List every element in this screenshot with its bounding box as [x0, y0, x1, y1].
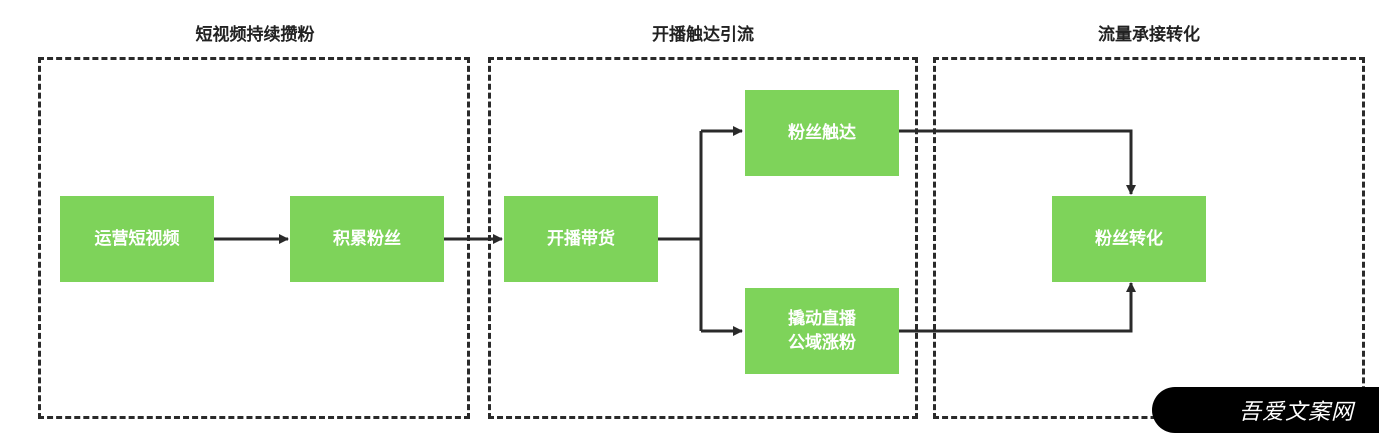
stage-title-short-video: 短视频持续攒粉	[195, 25, 315, 45]
node-fans-conversion: 粉丝转化	[1052, 196, 1206, 282]
node-label-line1: 撬动直播	[788, 309, 856, 329]
watermark-badge: 吾爱文案网	[1152, 387, 1379, 433]
watermark-text: 吾爱文案网	[1238, 400, 1354, 425]
stage-title-live-reach: 开播触达引流	[652, 25, 754, 45]
stage-box-conversion	[933, 57, 1365, 419]
node-label-line2: 公域涨粉	[788, 333, 856, 353]
node-fans-reach: 粉丝触达	[745, 90, 899, 176]
node-label: 运营短视频	[94, 229, 180, 249]
node-run-short-video: 运营短视频	[60, 196, 214, 282]
node-label: 粉丝转化	[1095, 229, 1163, 249]
node-accumulate-fans: 积累粉丝	[290, 196, 444, 282]
stage-title-conversion: 流量承接转化	[1098, 25, 1200, 45]
node-label: 积累粉丝	[333, 229, 401, 249]
node-label: 粉丝触达	[788, 123, 856, 143]
node-start-live-sales: 开播带货	[504, 196, 658, 282]
node-leverage-live: 撬动直播 公域涨粉	[745, 288, 899, 374]
node-label: 开播带货	[547, 229, 615, 249]
